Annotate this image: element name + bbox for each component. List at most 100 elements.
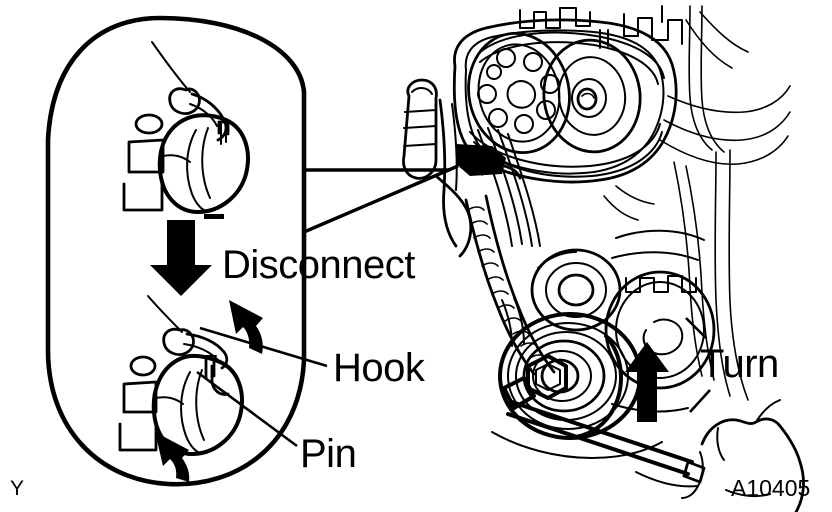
pin-lower — [204, 358, 216, 380]
hose-rib-2 — [403, 125, 437, 129]
right-hose-3 — [667, 85, 791, 114]
idler-bracket — [537, 251, 577, 269]
camshaft-pulley-right-outer — [542, 38, 642, 154]
label-disconnect: Disconnect — [222, 243, 415, 287]
camshaft-pulley-left-outer — [467, 31, 571, 155]
leader-turn — [685, 317, 707, 339]
step-down-arrow-shape — [150, 220, 212, 296]
leader-pin — [196, 370, 298, 448]
detail-scratch-2 — [603, 195, 639, 221]
right-hose-11 — [685, 19, 733, 69]
camshaft-pulley-right-mid — [557, 56, 627, 136]
connector-rib-1 — [465, 145, 471, 175]
tensioner-top-tab — [625, 275, 697, 293]
corner-mark: Y — [10, 477, 24, 500]
harness-line-2 — [487, 127, 523, 245]
figure-id: A10405 — [731, 475, 811, 501]
detail-view-before — [122, 41, 250, 219]
timing-belt-top2 — [479, 41, 659, 85]
detail-balloon — [45, 15, 307, 487]
camshaft-pulley-right-bolt — [576, 87, 598, 111]
detail-tick-upper — [204, 214, 224, 219]
block-contour-lower-2 — [611, 403, 689, 413]
right-hose-8 — [673, 161, 703, 377]
hose-rib-3 — [403, 143, 437, 147]
timing-belt-run-left — [464, 198, 536, 376]
tensioner-pulley-outer — [604, 270, 716, 390]
mount-lug-lower-1 — [122, 380, 158, 414]
tensioner-crease2-lower — [195, 369, 205, 441]
idler-pulley-mid — [545, 262, 607, 318]
harness-line-3 — [497, 129, 533, 247]
hose-boot-outline — [402, 78, 438, 180]
bracket-left-lower — [501, 299, 513, 347]
engine-block-left-edge — [438, 98, 458, 248]
detail-scratch-1 — [615, 185, 655, 205]
hand-wrist — [755, 399, 781, 423]
mount-bracket-lower — [155, 396, 184, 405]
right-hose-5 — [659, 135, 789, 166]
crank-turn-arrow-shape — [625, 342, 669, 422]
pulley-hub-left — [506, 80, 537, 109]
connector-lead — [502, 164, 522, 180]
accessory-box-1 — [519, 7, 561, 29]
balloon-outline — [45, 15, 307, 487]
hand-knuckle-1 — [716, 427, 725, 461]
pulley-hole-4 — [536, 100, 556, 120]
pulley-hole-5 — [514, 114, 534, 134]
hook-arm-inner-upper — [189, 103, 218, 127]
tensioner-body-crease2-upper — [201, 127, 211, 199]
timing-belt-top — [477, 31, 665, 79]
boss-lower — [129, 355, 157, 377]
accessory-box-3 — [623, 13, 653, 41]
pin-upper — [220, 123, 227, 145]
right-hose-6 — [714, 151, 731, 397]
connector-rib-2 — [477, 145, 483, 176]
block-contour-lower-1 — [491, 431, 663, 459]
hose-rib-1 — [404, 109, 437, 113]
leader-turn-lower — [689, 389, 711, 413]
label-pin: Pin — [300, 432, 357, 476]
pulley-hole-8 — [486, 64, 502, 80]
tensioner-rod-lower — [147, 295, 183, 333]
right-hose-1 — [688, 5, 713, 151]
pulley-hole-6 — [488, 108, 508, 128]
crankshaft-pulley-r2 — [507, 322, 629, 430]
harness-line-4 — [507, 133, 541, 247]
block-contour-lower-3 — [635, 471, 699, 488]
wrench-socket-inner — [535, 363, 561, 391]
right-hose-10 — [699, 11, 749, 53]
right-hose-4 — [663, 111, 791, 142]
timing-belt-teeth — [467, 206, 547, 359]
right-hose-7 — [728, 149, 749, 401]
tensioner-body-crease-upper — [186, 129, 209, 213]
right-hose-2 — [700, 5, 725, 153]
tensioner-body-upper — [157, 113, 250, 214]
hook-arm-inner-lower — [183, 343, 219, 361]
block-contour-mid2 — [615, 229, 705, 241]
socket-wrench — [502, 354, 706, 484]
hook-loop-lower — [162, 327, 195, 356]
harness-line-1 — [477, 129, 513, 247]
hand-crease — [725, 489, 771, 498]
accessory-stub — [599, 29, 609, 49]
accessory-box-2 — [559, 7, 591, 27]
camshaft-pulley-right-hub — [571, 78, 607, 118]
leader-hook — [199, 326, 328, 368]
mount-bracket-upper — [162, 154, 191, 163]
mount-lug-lower-2 — [118, 420, 158, 452]
label-hook: Hook — [333, 346, 425, 390]
idler-pulley-hub — [557, 273, 595, 307]
detail-view-after — [118, 295, 263, 482]
leader-disconnect — [303, 164, 459, 234]
wrench-handle-bottom — [506, 412, 690, 476]
tensioner-crease-lower — [180, 371, 203, 455]
hand-outline — [700, 417, 805, 512]
crankshaft-pulley-r5 — [532, 350, 592, 402]
mount-lug-upper-2 — [122, 180, 164, 212]
hose-cap — [411, 87, 433, 95]
step-down-arrow — [150, 220, 212, 296]
pin-push-arrow-shape — [155, 432, 190, 482]
